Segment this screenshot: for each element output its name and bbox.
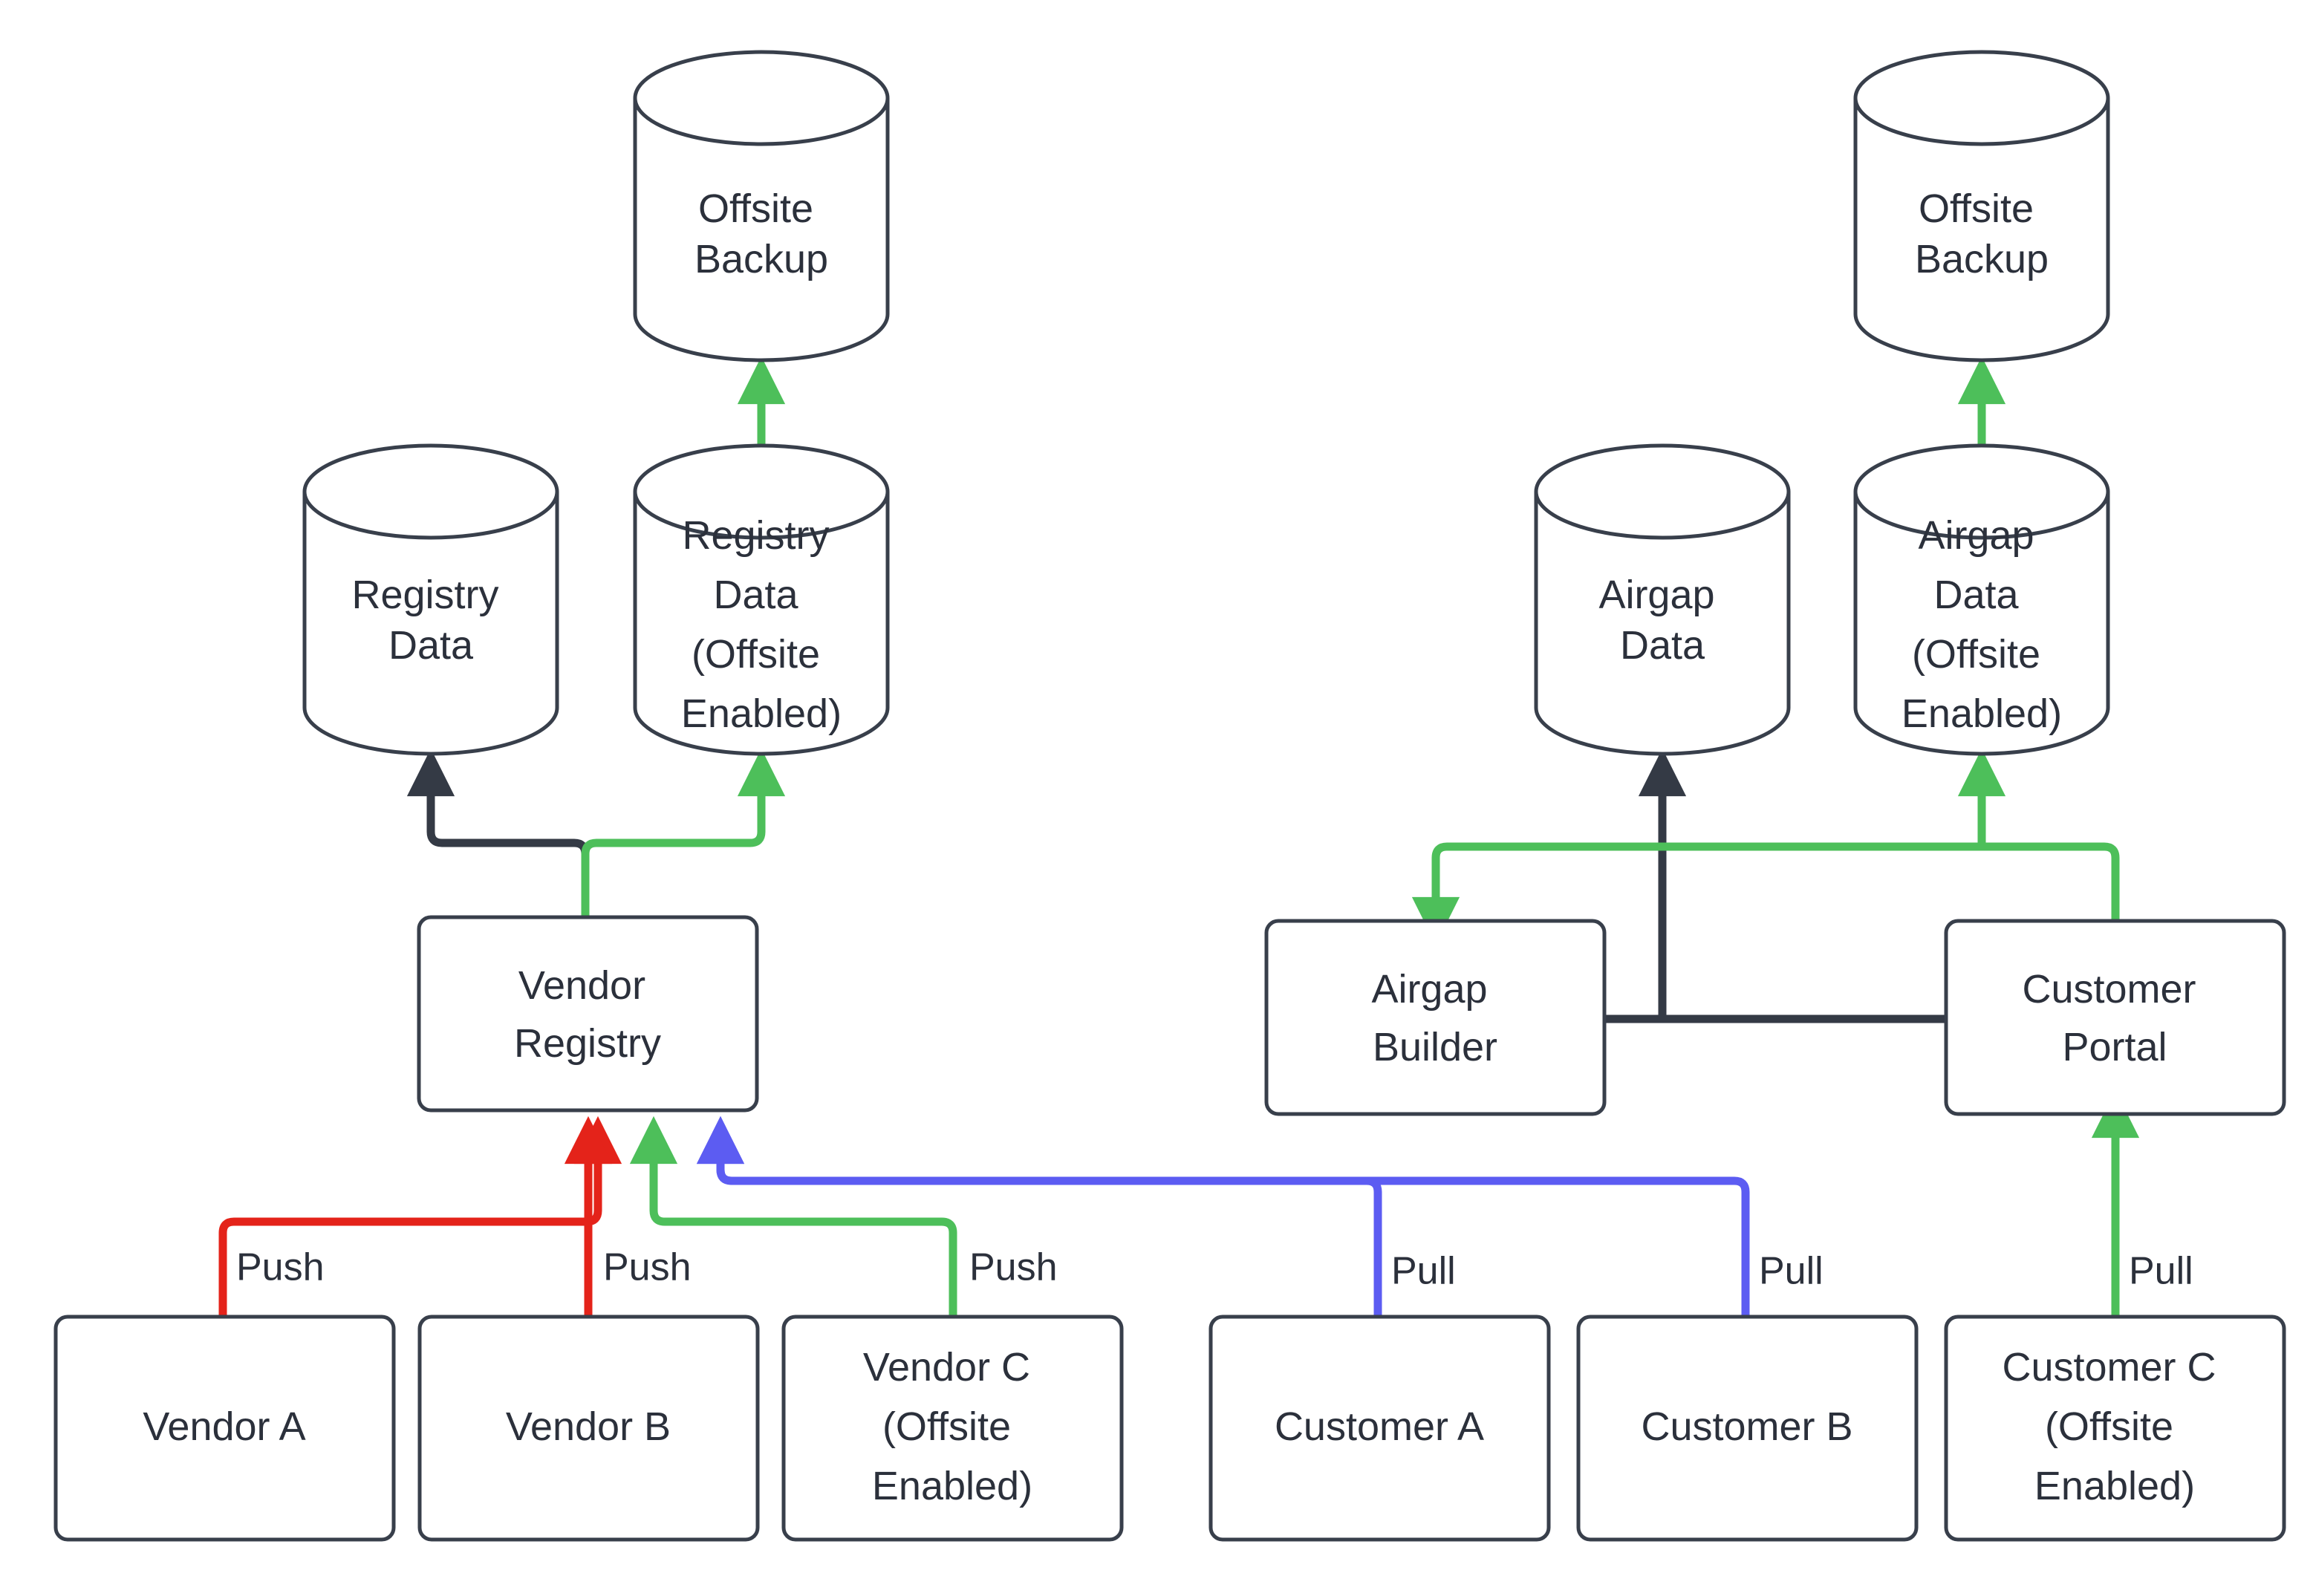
node-vendor-registry[interactable]: Vendor Registry <box>417 915 759 1113</box>
node-box <box>417 915 759 1113</box>
node-airgap-data-offsite[interactable]: Airgap Data (Offsite Enabled) <box>1853 443 2110 756</box>
node-customer-c[interactable]: Customer C (Offsite Enabled) <box>1944 1315 2286 1542</box>
edge-customer-b-to-vendor-registry <box>696 1115 1750 1321</box>
node-customer-a[interactable]: Customer A <box>1208 1315 1551 1542</box>
cylinder-top <box>633 50 890 146</box>
node-label: Vendor A <box>143 1404 305 1449</box>
cylinder-top <box>1534 443 1791 540</box>
node-label: Airgap Builder <box>1371 967 1498 1069</box>
node-label: Vendor Registry <box>514 963 661 1066</box>
edge-vendor-a-to-vendor-registry <box>218 1115 622 1321</box>
node-box <box>1264 919 1607 1116</box>
cylinder-top <box>633 443 890 540</box>
edge-vendor-registry-to-registry-data-offsite <box>581 748 786 922</box>
edge-label-push-vendor-a: Push <box>236 1246 325 1289</box>
node-label: Registry Data (Offsite Enabled) <box>681 513 842 736</box>
node-vendor-b[interactable]: Vendor B <box>417 1315 760 1542</box>
cylinder-body <box>1534 492 1791 756</box>
node-label: Airgap Data (Offsite Enabled) <box>1902 513 2062 736</box>
node-label: Registry Data <box>351 573 510 668</box>
node-label: Offsite Backup <box>1915 186 2049 281</box>
cylinder-body <box>633 492 890 756</box>
node-offsite-backup-right[interactable]: Offsite Backup <box>1853 50 2110 362</box>
edge-label-pull-customer-b: Pull <box>1759 1250 1824 1293</box>
cylinder-top <box>302 443 559 540</box>
node-label: Customer B <box>1641 1404 1852 1449</box>
edge-label-push-vendor-b: Push <box>603 1246 692 1289</box>
cylinder-body <box>1853 492 2110 756</box>
node-airgap-data[interactable]: Airgap Data <box>1534 443 1791 756</box>
cylinder-body <box>633 98 890 362</box>
cylinder-top <box>1853 443 2110 540</box>
node-box <box>1944 1315 2286 1542</box>
edge-label-pull-customer-a: Pull <box>1391 1250 1456 1293</box>
node-label: Customer A <box>1275 1404 1484 1449</box>
node-offsite-backup-left[interactable]: Offsite Backup <box>633 50 890 362</box>
node-box <box>1208 1315 1551 1542</box>
node-vendor-a[interactable]: Vendor A <box>53 1315 396 1542</box>
node-box <box>53 1315 396 1542</box>
cylinder-top <box>1853 50 2110 146</box>
node-customer-portal[interactable]: Customer Portal <box>1944 919 2286 1116</box>
node-registry-data[interactable]: Registry Data <box>302 443 559 756</box>
edge-vendor-c-to-vendor-registry <box>629 1115 957 1321</box>
node-box <box>1944 919 2286 1116</box>
node-label: Offsite Backup <box>694 186 828 281</box>
cylinder-body <box>1853 98 2110 362</box>
node-airgap-builder[interactable]: Airgap Builder <box>1264 919 1607 1116</box>
node-registry-data-offsite[interactable]: Registry Data (Offsite Enabled) <box>633 443 890 756</box>
node-box <box>1576 1315 1919 1542</box>
cylinder-body <box>302 492 559 756</box>
node-box <box>781 1315 1124 1542</box>
node-label: Airgap Data <box>1598 573 1725 668</box>
node-box <box>417 1315 760 1542</box>
node-label: Vendor C (Offsite Enabled) <box>863 1345 1041 1508</box>
edge-label-push-vendor-c: Push <box>969 1246 1058 1289</box>
edge-customer-portal-to-airgap-data-offsite <box>1411 842 2120 945</box>
node-vendor-c[interactable]: Vendor C (Offsite Enabled) <box>781 1315 1124 1542</box>
node-label: Customer C (Offsite Enabled) <box>2002 1345 2227 1508</box>
node-customer-b[interactable]: Customer B <box>1576 1315 1919 1542</box>
node-label: Vendor B <box>506 1404 671 1449</box>
edge-label-pull-customer-c: Pull <box>2129 1250 2193 1293</box>
node-label: Customer Portal <box>2022 967 2207 1069</box>
